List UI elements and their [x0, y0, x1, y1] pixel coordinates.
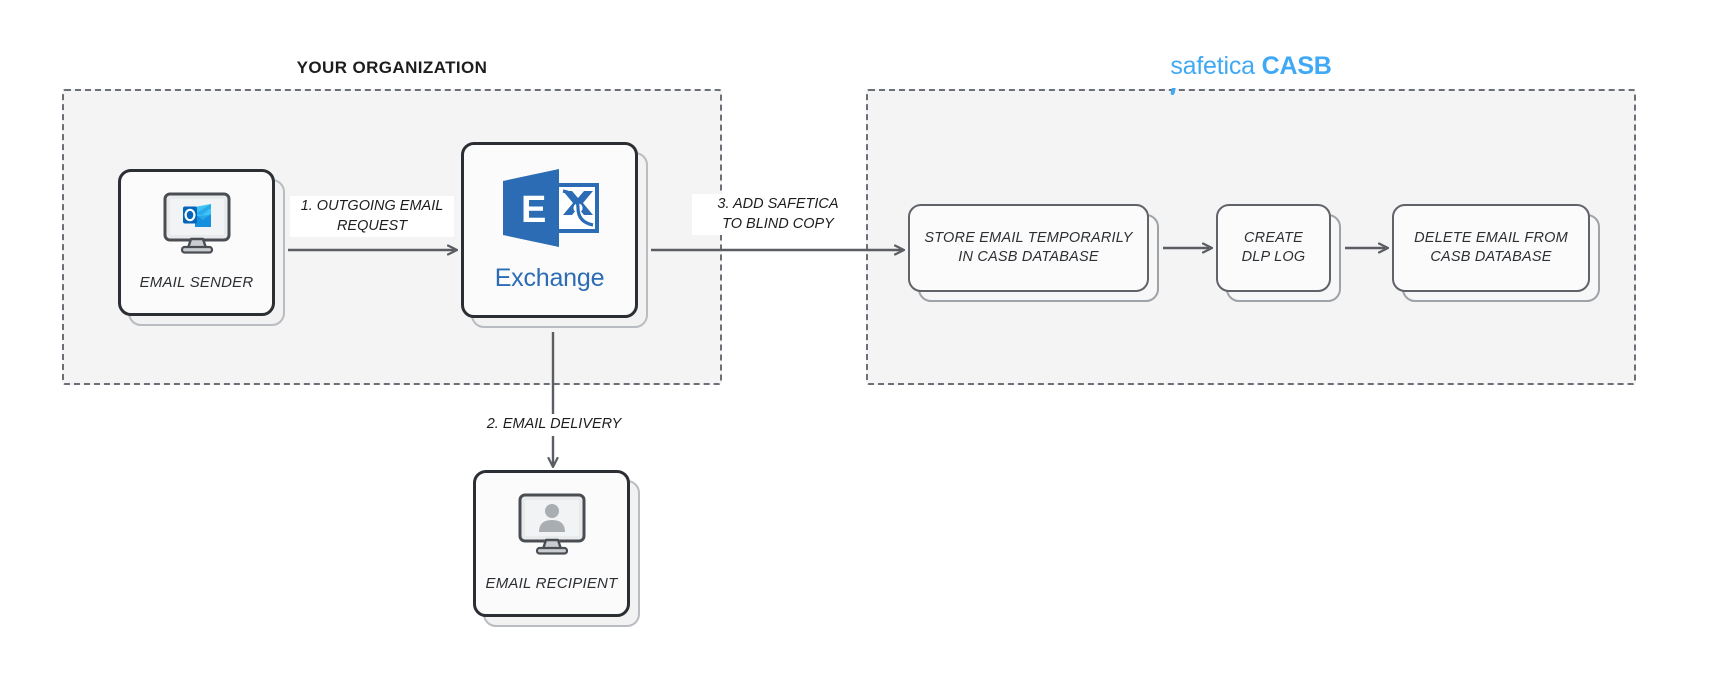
outlook-monitor-icon	[161, 192, 233, 259]
node-email-sender-label: EMAIL SENDER	[139, 274, 254, 292]
region-your-organization-title: YOUR ORGANIZATION	[296, 58, 488, 77]
node-delete-email-label: DELETE EMAIL FROM CASB DATABASE	[1414, 230, 1568, 265]
node-create-dlp-log-label: CREATE DLP LOG	[1241, 230, 1306, 265]
region-safetica-casb-title: safetica CASB	[866, 52, 1636, 81]
edge-label-email-delivery: 2. EMAIL DELIVERY	[468, 414, 640, 436]
node-store-email[interactable]: STORE EMAIL TEMPORARILY IN CASB DATABASE	[908, 204, 1159, 302]
microsoft-exchange-logo: E	[501, 167, 599, 254]
brand-safetica-word: safetica	[1170, 52, 1255, 80]
card-face: EMAIL SENDER	[118, 169, 275, 316]
node-exchange[interactable]: E Exchange	[461, 142, 648, 328]
card-face: DELETE EMAIL FROM CASB DATABASE	[1392, 204, 1590, 292]
card-face: E Exchange	[461, 142, 638, 318]
node-delete-email[interactable]: DELETE EMAIL FROM CASB DATABASE	[1392, 204, 1600, 302]
person-silhouette	[538, 504, 565, 533]
node-exchange-label: Exchange	[494, 264, 605, 292]
edge-label-add-safetica-to-blind-copy: 3. ADD SAFETICA TO BLIND COPY	[692, 194, 864, 236]
card-face: CREATE DLP LOG	[1216, 204, 1331, 292]
brand-casb-word: CASB	[1261, 52, 1332, 80]
user-monitor-icon	[516, 493, 588, 560]
edge-label-outgoing-email-request: 1. OUTGOING EMAIL REQUEST	[290, 196, 454, 238]
node-email-recipient-label: EMAIL RECIPIENT	[485, 575, 618, 593]
card-face: STORE EMAIL TEMPORARILY IN CASB DATABASE	[908, 204, 1149, 292]
svg-text:E: E	[521, 189, 546, 231]
node-email-sender[interactable]: EMAIL SENDER	[118, 169, 285, 326]
node-store-email-label: STORE EMAIL TEMPORARILY IN CASB DATABASE	[924, 230, 1133, 265]
node-email-recipient[interactable]: EMAIL RECIPIENT	[473, 470, 640, 627]
card-face: EMAIL RECIPIENT	[473, 470, 630, 617]
node-create-dlp-log[interactable]: CREATE DLP LOG	[1216, 204, 1341, 302]
